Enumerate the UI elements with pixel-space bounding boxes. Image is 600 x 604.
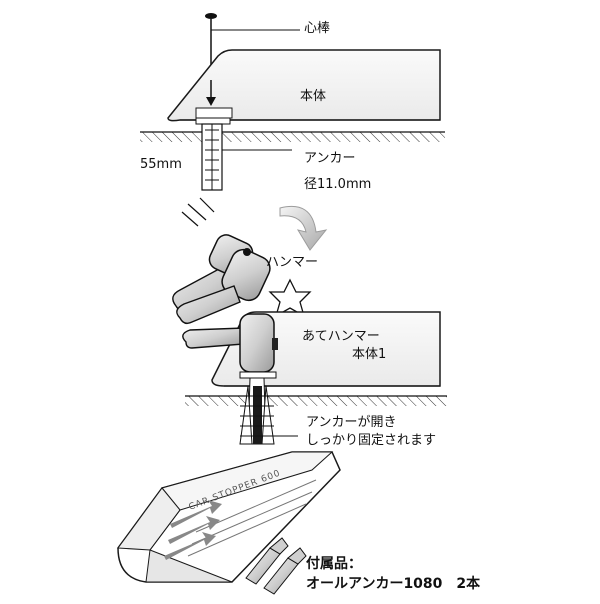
label-hammer: ハンマー bbox=[266, 255, 319, 270]
label-anchor-open-2: しっかり固定されます bbox=[306, 433, 437, 448]
label-anchor: アンカー bbox=[304, 151, 356, 166]
impact-star-icon bbox=[268, 278, 312, 318]
curved-down-arrow-icon bbox=[279, 206, 328, 251]
motion-lines bbox=[181, 197, 215, 227]
ground-top bbox=[140, 131, 445, 142]
anchor-top bbox=[195, 117, 292, 191]
label-backing-hammer: あてハンマー bbox=[302, 329, 380, 344]
ground-middle bbox=[185, 395, 447, 406]
label-core-pin: 心棒 bbox=[304, 21, 331, 36]
body-top bbox=[167, 49, 441, 122]
hammer-lower-handle bbox=[176, 285, 241, 325]
anchor-open bbox=[239, 371, 277, 379]
label-accessory-2: オールアンカー1080 2本 bbox=[306, 576, 481, 592]
label-diameter: 径11.0mm bbox=[304, 177, 372, 192]
label-accessory-1: 付属品： bbox=[306, 556, 362, 572]
hammer-upper bbox=[172, 234, 271, 314]
car-stopper-product: CAR STOPPER 600 bbox=[117, 451, 341, 583]
backing-hammer bbox=[182, 313, 278, 378]
label-anchor-open-1: アンカーが開き bbox=[306, 415, 397, 430]
accessory-anchors bbox=[245, 537, 307, 595]
anchor-open-shaft bbox=[239, 377, 298, 445]
label-body-top: 本体 bbox=[300, 89, 327, 104]
label-body-1: 本体1 bbox=[352, 347, 387, 362]
label-size-55mm: 55mm bbox=[140, 157, 182, 172]
